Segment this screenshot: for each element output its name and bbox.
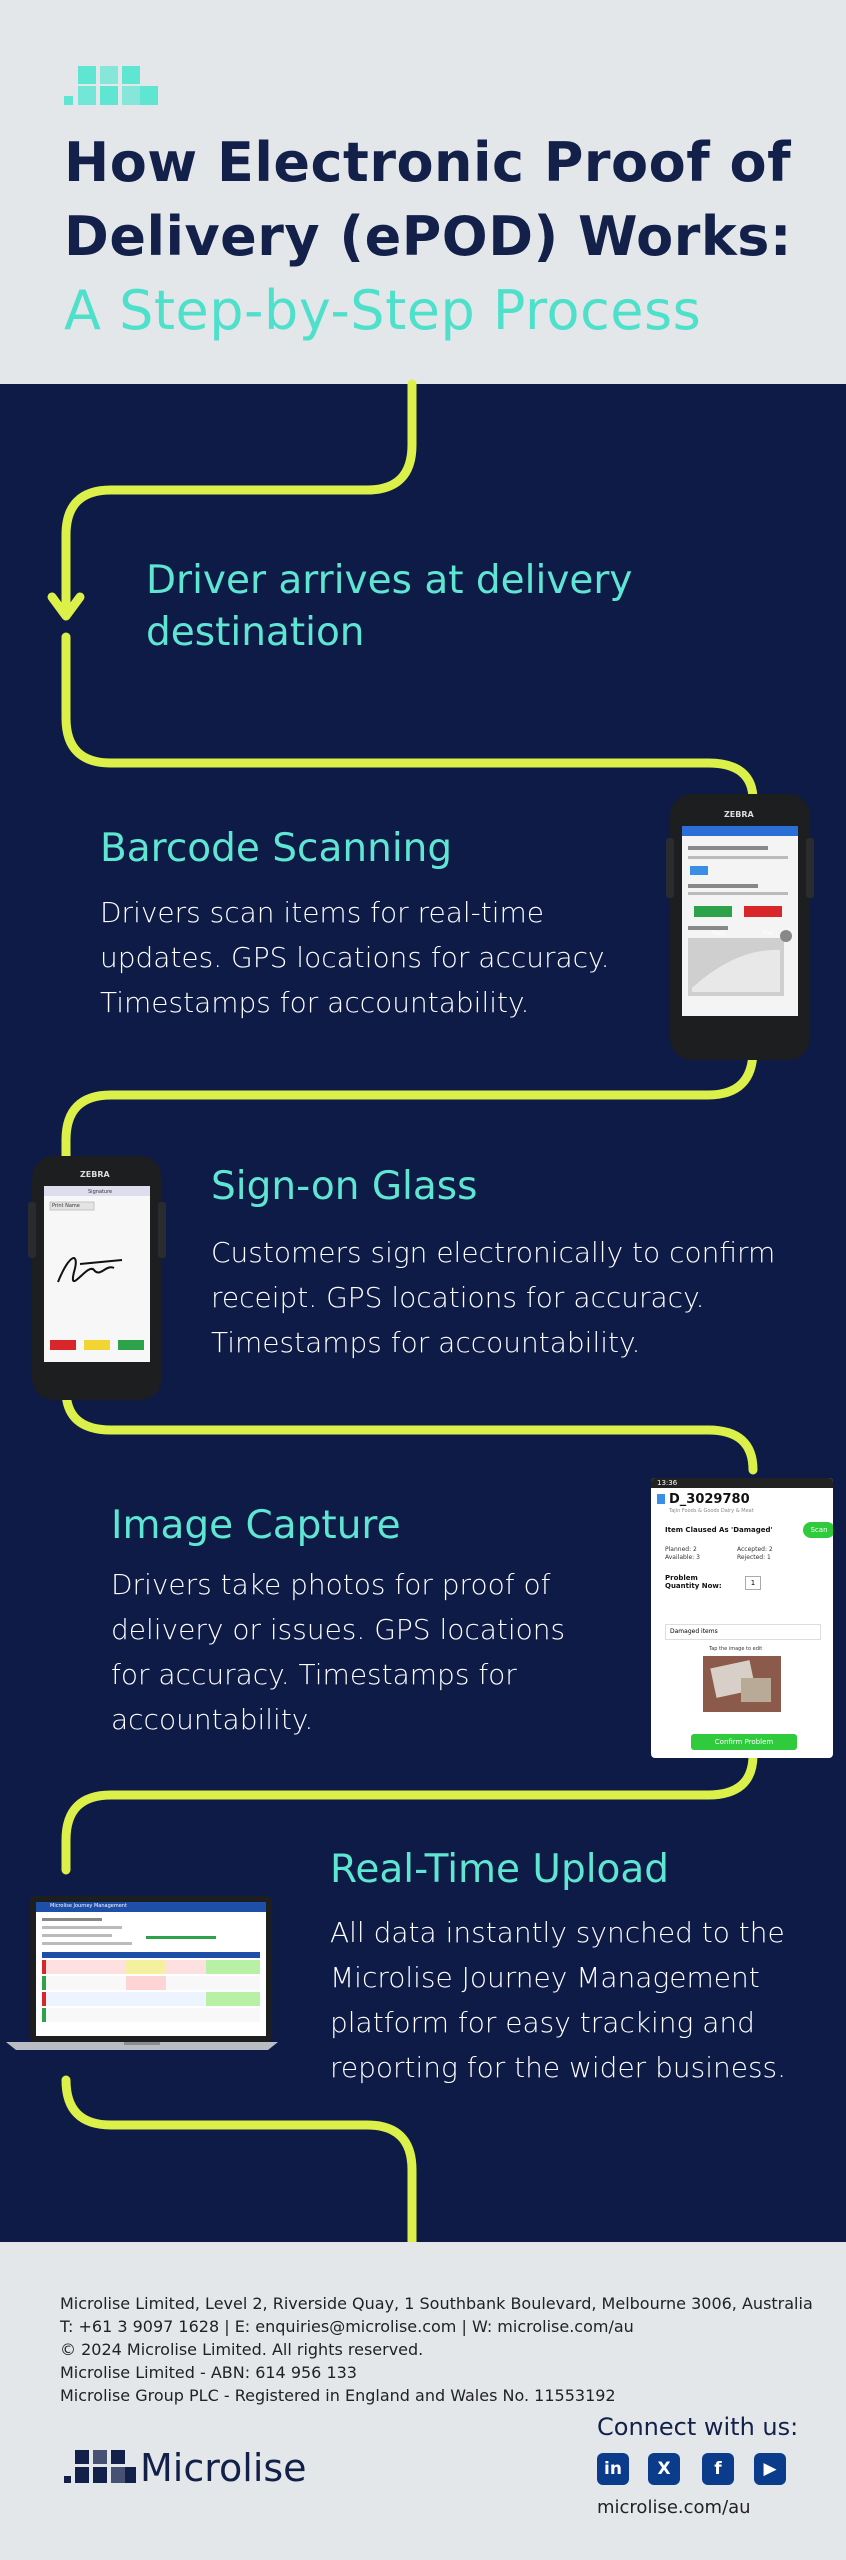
tap-to-edit-label: Tap the image to edit — [709, 1646, 763, 1652]
facebook-icon[interactable]: f — [702, 2453, 734, 2485]
title-line-1: How Electronic Proof of — [64, 131, 792, 194]
claused-label: Item Claused As 'Damaged' — [665, 1526, 773, 1534]
problem-label: Problem — [665, 1574, 698, 1582]
signature-device: ZEBRA Print Name Signature — [28, 1152, 166, 1404]
step-image-title: Image Capture — [111, 1503, 401, 1548]
print-name-field: Print Name — [52, 1203, 80, 1209]
zebra-brand-label: ZEBRA — [80, 1170, 110, 1179]
zebra-brand-label: ZEBRA — [724, 810, 754, 819]
image-capture-screen: 13:36 D_3029780 Tajin Foods & Goods Dair… — [651, 1478, 833, 1758]
step-upload-line: Microlise Journey Management — [330, 1961, 760, 1994]
youtube-icon[interactable]: ▶ — [754, 2453, 786, 2485]
step-image-line: for accuracy. Timestamps for — [111, 1658, 517, 1691]
brand-name: Microlise — [140, 2446, 307, 2490]
step-barcode-line: updates. GPS locations for accuracy. — [100, 941, 610, 974]
damage-photo-thumbnail[interactable] — [703, 1656, 781, 1712]
planned-value: Planned: 2 — [665, 1546, 697, 1553]
laptop-icon — [6, 1896, 278, 2050]
signature-device-icon — [28, 1156, 166, 1400]
step-sign-line: Customers sign electronically to confirm — [211, 1236, 776, 1269]
footer-contact[interactable]: T: +61 3 9097 1628 | E: enquiries@microl… — [60, 2317, 634, 2336]
step-sign-line: Timestamps for accountability. — [211, 1326, 641, 1359]
step-arrival-title-line-1: Driver arrives at delivery — [146, 558, 633, 603]
handheld-scanner-device: ZEBRA Pass Fail — [666, 788, 814, 1064]
step-upload-line: platform for easy tracking and — [330, 2006, 755, 2039]
step-image-line: Drivers take photos for proof of — [111, 1568, 551, 1601]
brand-squares-icon — [64, 66, 158, 105]
status-time: 13:36 — [651, 1478, 833, 1488]
footer-section — [0, 2242, 846, 2560]
damaged-items-field[interactable]: Damaged items — [665, 1624, 821, 1640]
laptop-device: Microlise Journey Management — [6, 1896, 278, 2052]
footer-abn: Microlise Limited - ABN: 614 956 133 — [60, 2363, 357, 2382]
rejected-value: Rejected: 1 — [737, 1554, 771, 1561]
website-link[interactable]: microlise.com/au — [597, 2497, 751, 2518]
delivery-subtitle: Tajin Foods & Goods Dairy & Meat — [669, 1508, 754, 1514]
footer-copyright: © 2024 Microlise Limited. All rights res… — [60, 2340, 424, 2359]
page-title: How Electronic Proof of Delivery (ePOD) … — [64, 126, 792, 348]
quantity-label: Quantity Now: — [665, 1582, 722, 1590]
step-sign-text: Customers sign electronically to confirm… — [211, 1230, 775, 1365]
scanner-device-icon — [666, 794, 814, 1060]
delivery-id: D_3029780 — [669, 1492, 750, 1507]
back-icon[interactable] — [657, 1494, 665, 1504]
step-upload-line: All data instantly synched to the — [330, 1916, 785, 1949]
available-value: Available: 3 — [665, 1554, 700, 1561]
x-icon[interactable]: X — [648, 2453, 680, 2485]
step-image-line: accountability. — [111, 1703, 314, 1736]
title-line-2: Delivery (ePOD) Works: — [64, 205, 793, 268]
accepted-value: Accepted: 2 — [737, 1546, 773, 1553]
step-barcode-line: Timestamps for accountability. — [100, 986, 530, 1019]
step-upload-text: All data instantly synched to the Microl… — [330, 1910, 786, 2090]
process-route-line — [47, 379, 758, 2242]
connect-label: Connect with us: — [597, 2413, 799, 2441]
step-arrival-title: Driver arrives at delivery destination — [146, 555, 633, 659]
confirm-problem-button[interactable]: Confirm Problem — [691, 1734, 797, 1750]
laptop-app-title: Microlise Journey Management — [50, 1903, 127, 1909]
step-barcode-title: Barcode Scanning — [100, 826, 453, 871]
footer-address: Microlise Limited, Level 2, Riverside Qu… — [60, 2294, 813, 2313]
microlise-logo-icon — [64, 2450, 136, 2483]
scan-pass-label: Pass — [712, 930, 726, 937]
step-image-line: delivery or issues. GPS locations — [111, 1613, 566, 1646]
step-image-text: Drivers take photos for proof of deliver… — [111, 1562, 565, 1742]
scan-fail-label: Fail — [763, 930, 773, 937]
step-upload-title: Real-Time Upload — [330, 1847, 670, 1892]
quantity-stepper[interactable]: 1 — [745, 1576, 761, 1590]
header-section: How Electronic Proof of Delivery (ePOD) … — [0, 0, 846, 384]
step-sign-title: Sign-on Glass — [211, 1164, 478, 1209]
step-arrival-title-line-2: destination — [146, 610, 365, 655]
footer-registration: Microlise Group PLC - Registered in Engl… — [60, 2386, 616, 2405]
step-sign-line: receipt. GPS locations for accuracy. — [211, 1281, 705, 1314]
scan-button[interactable]: Scan — [803, 1522, 833, 1538]
step-barcode-line: Drivers scan items for real-time — [100, 896, 545, 929]
step-barcode-text: Drivers scan items for real-time updates… — [100, 890, 610, 1025]
title-line-3: A Step-by-Step Process — [64, 279, 702, 342]
signature-header: Signature — [88, 1189, 113, 1195]
linkedin-icon[interactable]: in — [597, 2453, 629, 2485]
step-upload-line: reporting for the wider business. — [330, 2051, 787, 2084]
